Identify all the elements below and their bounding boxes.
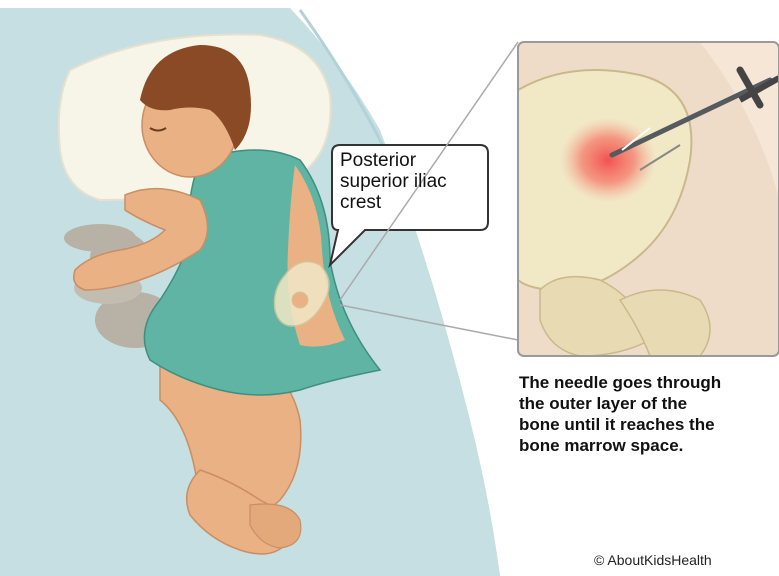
zoom-caption: The needle goes through the outer layer …	[519, 372, 779, 456]
caption-line: bone until it reaches the	[519, 414, 779, 435]
caption-line: bone marrow space.	[519, 435, 779, 456]
copyright-notice: © AboutKidsHealth	[594, 552, 712, 568]
callout-line: Posterior	[340, 150, 490, 171]
zoom-inset	[518, 42, 779, 356]
callout-label: Posterior superior iliac crest	[340, 150, 490, 213]
callout-line: superior iliac	[340, 171, 490, 192]
caption-line: The needle goes through	[519, 372, 779, 393]
callout-line: crest	[340, 192, 490, 213]
marrow-highlight	[560, 118, 656, 202]
caption-line: the outer layer of the	[519, 393, 779, 414]
